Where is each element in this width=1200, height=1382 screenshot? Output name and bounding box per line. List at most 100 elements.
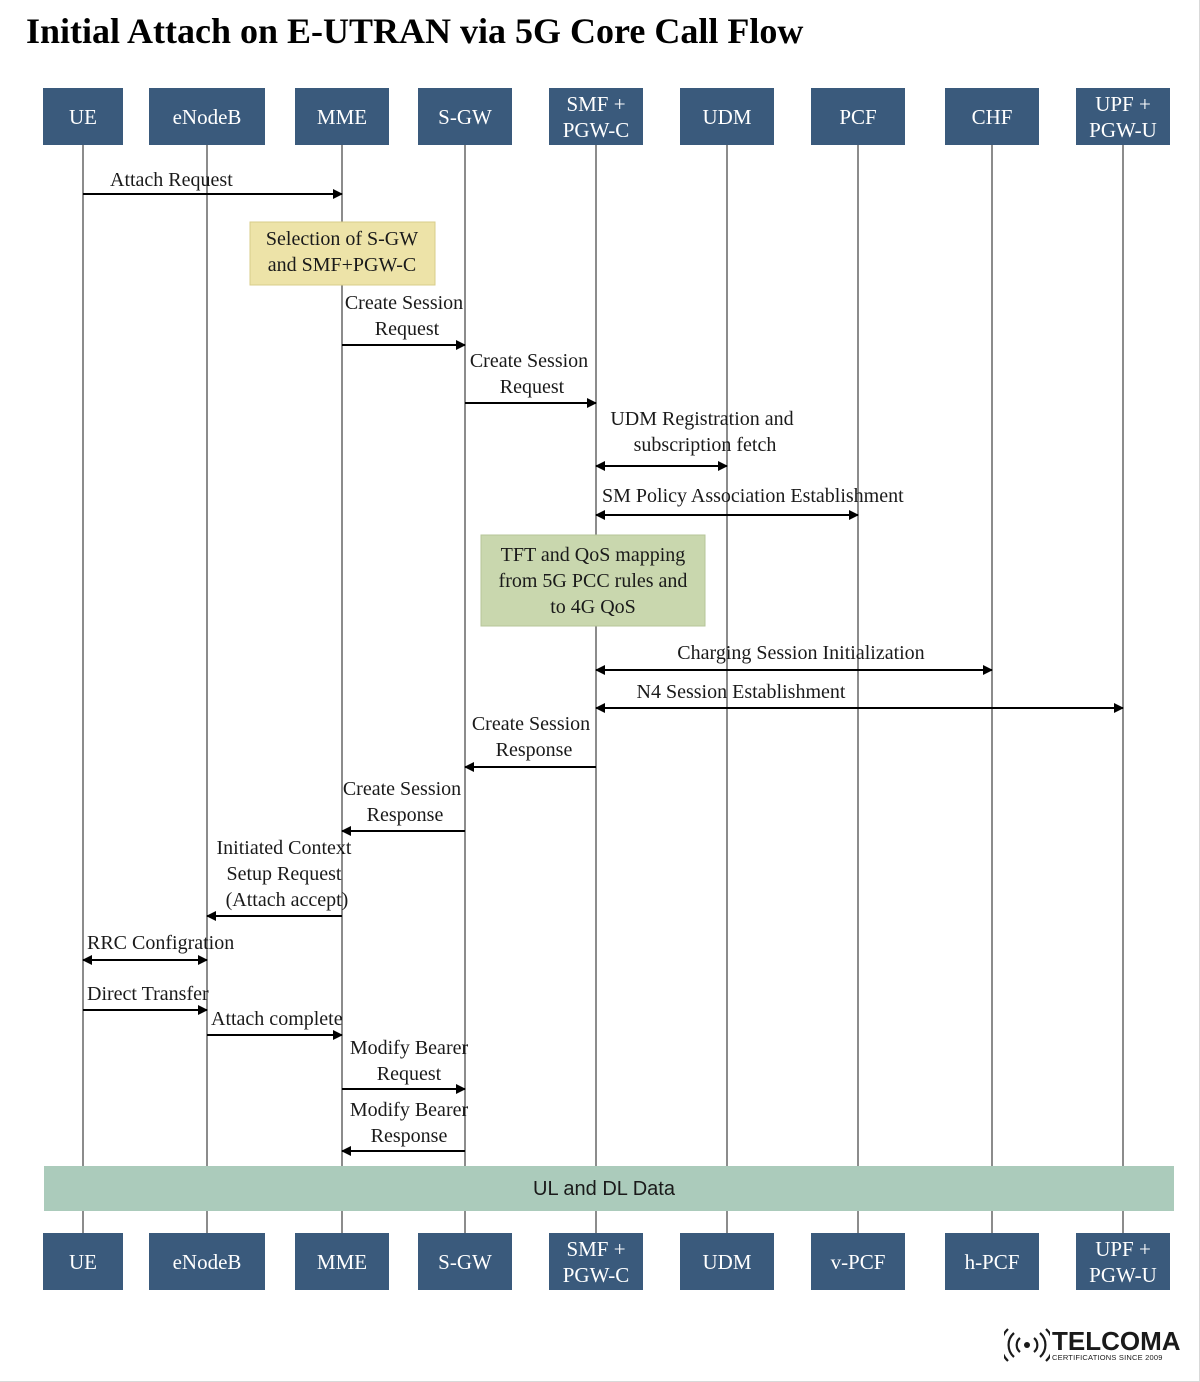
top-entity-udm: UDM	[680, 88, 774, 145]
top-entity-smf-pgw-c: SMF +PGW-C	[549, 88, 643, 145]
entity-label: PCF	[839, 105, 876, 129]
top-entity-pcf: PCF	[811, 88, 905, 145]
message-direct-transfer: Direct Transfer	[83, 983, 209, 1015]
note-text: TFT and QoS mapping	[501, 544, 686, 566]
message-sm-policy-association-establishment: SM Policy Association Establishment	[595, 485, 904, 520]
entity-label: v-PCF	[831, 1250, 886, 1274]
message-label: Request	[377, 1063, 442, 1085]
message-udm-registration-and-subscription-fetch: UDM Registration and subscription fetch	[595, 408, 794, 471]
entity-box	[680, 1233, 774, 1290]
message-label: Initiated Context	[217, 837, 352, 859]
entity-box	[295, 1233, 389, 1290]
note-text: Selection of S-GW	[266, 228, 418, 250]
note-0: Selection of S-GW and SMF+PGW-C	[249, 221, 436, 286]
entity-box	[811, 1233, 905, 1290]
bottom-entity-enodeb: eNodeB	[149, 1233, 265, 1290]
message-label: Create Session	[345, 292, 463, 314]
top-entity-mme: MME	[295, 88, 389, 145]
entity-label: UE	[69, 1250, 97, 1274]
top-entity-ue: UE	[43, 88, 123, 145]
message-label: RRC Configration	[87, 932, 234, 954]
entity-label: S-GW	[438, 105, 492, 129]
message-label: Request	[500, 376, 565, 398]
entity-label: eNodeB	[173, 1250, 242, 1274]
entity-label: PGW-C	[563, 118, 630, 142]
note-text: to 4G QoS	[550, 596, 636, 618]
entity-box	[1076, 88, 1170, 145]
entity-box	[43, 1233, 123, 1290]
message-label: Modify Bearer	[350, 1037, 469, 1059]
bottom-entity-upf-pgw-u: UPF +PGW-U	[1076, 1233, 1170, 1290]
logo-tagline: CERTIFICATIONS SINCE 2009	[1052, 1353, 1163, 1362]
top-entity-enodeb: eNodeB	[149, 88, 265, 145]
top-entity-chf: CHF	[945, 88, 1039, 145]
entity-label: UE	[69, 105, 97, 129]
message-label: (Attach accept)	[226, 889, 349, 911]
message-label: Request	[375, 318, 440, 340]
entity-label: CHF	[972, 105, 1013, 129]
message-label: SM Policy Association Establishment	[602, 485, 904, 507]
ul-dl-data-bar	[44, 1166, 1174, 1211]
bottom-entity-smf-pgw-c: SMF +PGW-C	[549, 1233, 643, 1290]
message-label: subscription fetch	[634, 434, 777, 456]
entity-box	[945, 1233, 1039, 1290]
entity-label: h-PCF	[965, 1250, 1020, 1274]
bottom-entity-mme: MME	[295, 1233, 389, 1290]
entity-box	[43, 88, 123, 145]
entity-box	[418, 1233, 512, 1290]
message-label: Response	[371, 1125, 448, 1147]
note-text: from 5G PCC rules and	[499, 570, 688, 592]
note-1: TFT and QoS mapping from 5G PCC rules and…	[480, 534, 706, 627]
message-label: Response	[367, 804, 444, 826]
entity-box	[549, 1233, 643, 1290]
entity-box	[149, 1233, 265, 1290]
message-label: UDM Registration and	[610, 408, 793, 430]
entity-box	[549, 88, 643, 145]
logo-wordmark: TELCOMA	[1052, 1326, 1181, 1356]
bottom-entity-udm: UDM	[680, 1233, 774, 1290]
entity-box	[680, 88, 774, 145]
entity-box	[295, 88, 389, 145]
entity-label: UDM	[702, 105, 751, 129]
bottom-entity-s-gw: S-GW	[418, 1233, 512, 1290]
note-text: and SMF+PGW-C	[268, 254, 417, 276]
ul-dl-data-label: UL and DL Data	[533, 1178, 676, 1200]
entity-label: UPF +	[1095, 92, 1151, 116]
message-rrc-configration: RRC Configration	[82, 932, 234, 965]
entity-box	[811, 88, 905, 145]
entity-box	[1076, 1233, 1170, 1290]
entity-label: eNodeB	[173, 105, 242, 129]
top-entity-upf-pgw-u: UPF +PGW-U	[1076, 88, 1170, 145]
message-attach-request: Attach Request	[83, 169, 343, 199]
message-charging-session-initialization: Charging Session Initialization	[595, 642, 993, 675]
message-label: Attach Request	[110, 169, 233, 191]
entity-box	[945, 88, 1039, 145]
note-box	[249, 221, 436, 286]
entity-label: MME	[317, 1250, 367, 1274]
entity-label: PGW-C	[563, 1263, 630, 1287]
message-label: Create Session	[472, 713, 590, 735]
telcoma-logo: TELCOMA CERTIFICATIONS SINCE 2009	[1004, 1326, 1181, 1366]
bottom-entity-h-pcf: h-PCF	[945, 1233, 1039, 1290]
message-label: Create Session	[343, 778, 461, 800]
message-label: Charging Session Initialization	[677, 642, 924, 664]
entity-label: UPF +	[1095, 1237, 1151, 1261]
entity-box	[149, 88, 265, 145]
bottom-entity-v-pcf: v-PCF	[811, 1233, 905, 1290]
message-label: N4 Session Establishment	[637, 681, 846, 703]
message-label: Modify Bearer	[350, 1099, 469, 1121]
entity-label: S-GW	[438, 1250, 492, 1274]
entity-label: SMF +	[566, 1237, 625, 1261]
message-label: Create Session	[470, 350, 588, 372]
entity-label: MME	[317, 105, 367, 129]
note-box	[480, 534, 706, 627]
bottom-entity-ue: UE	[43, 1233, 123, 1290]
page-title: Initial Attach on E-UTRAN via 5G Core Ca…	[26, 11, 804, 51]
message-label: Attach complete	[211, 1008, 343, 1030]
